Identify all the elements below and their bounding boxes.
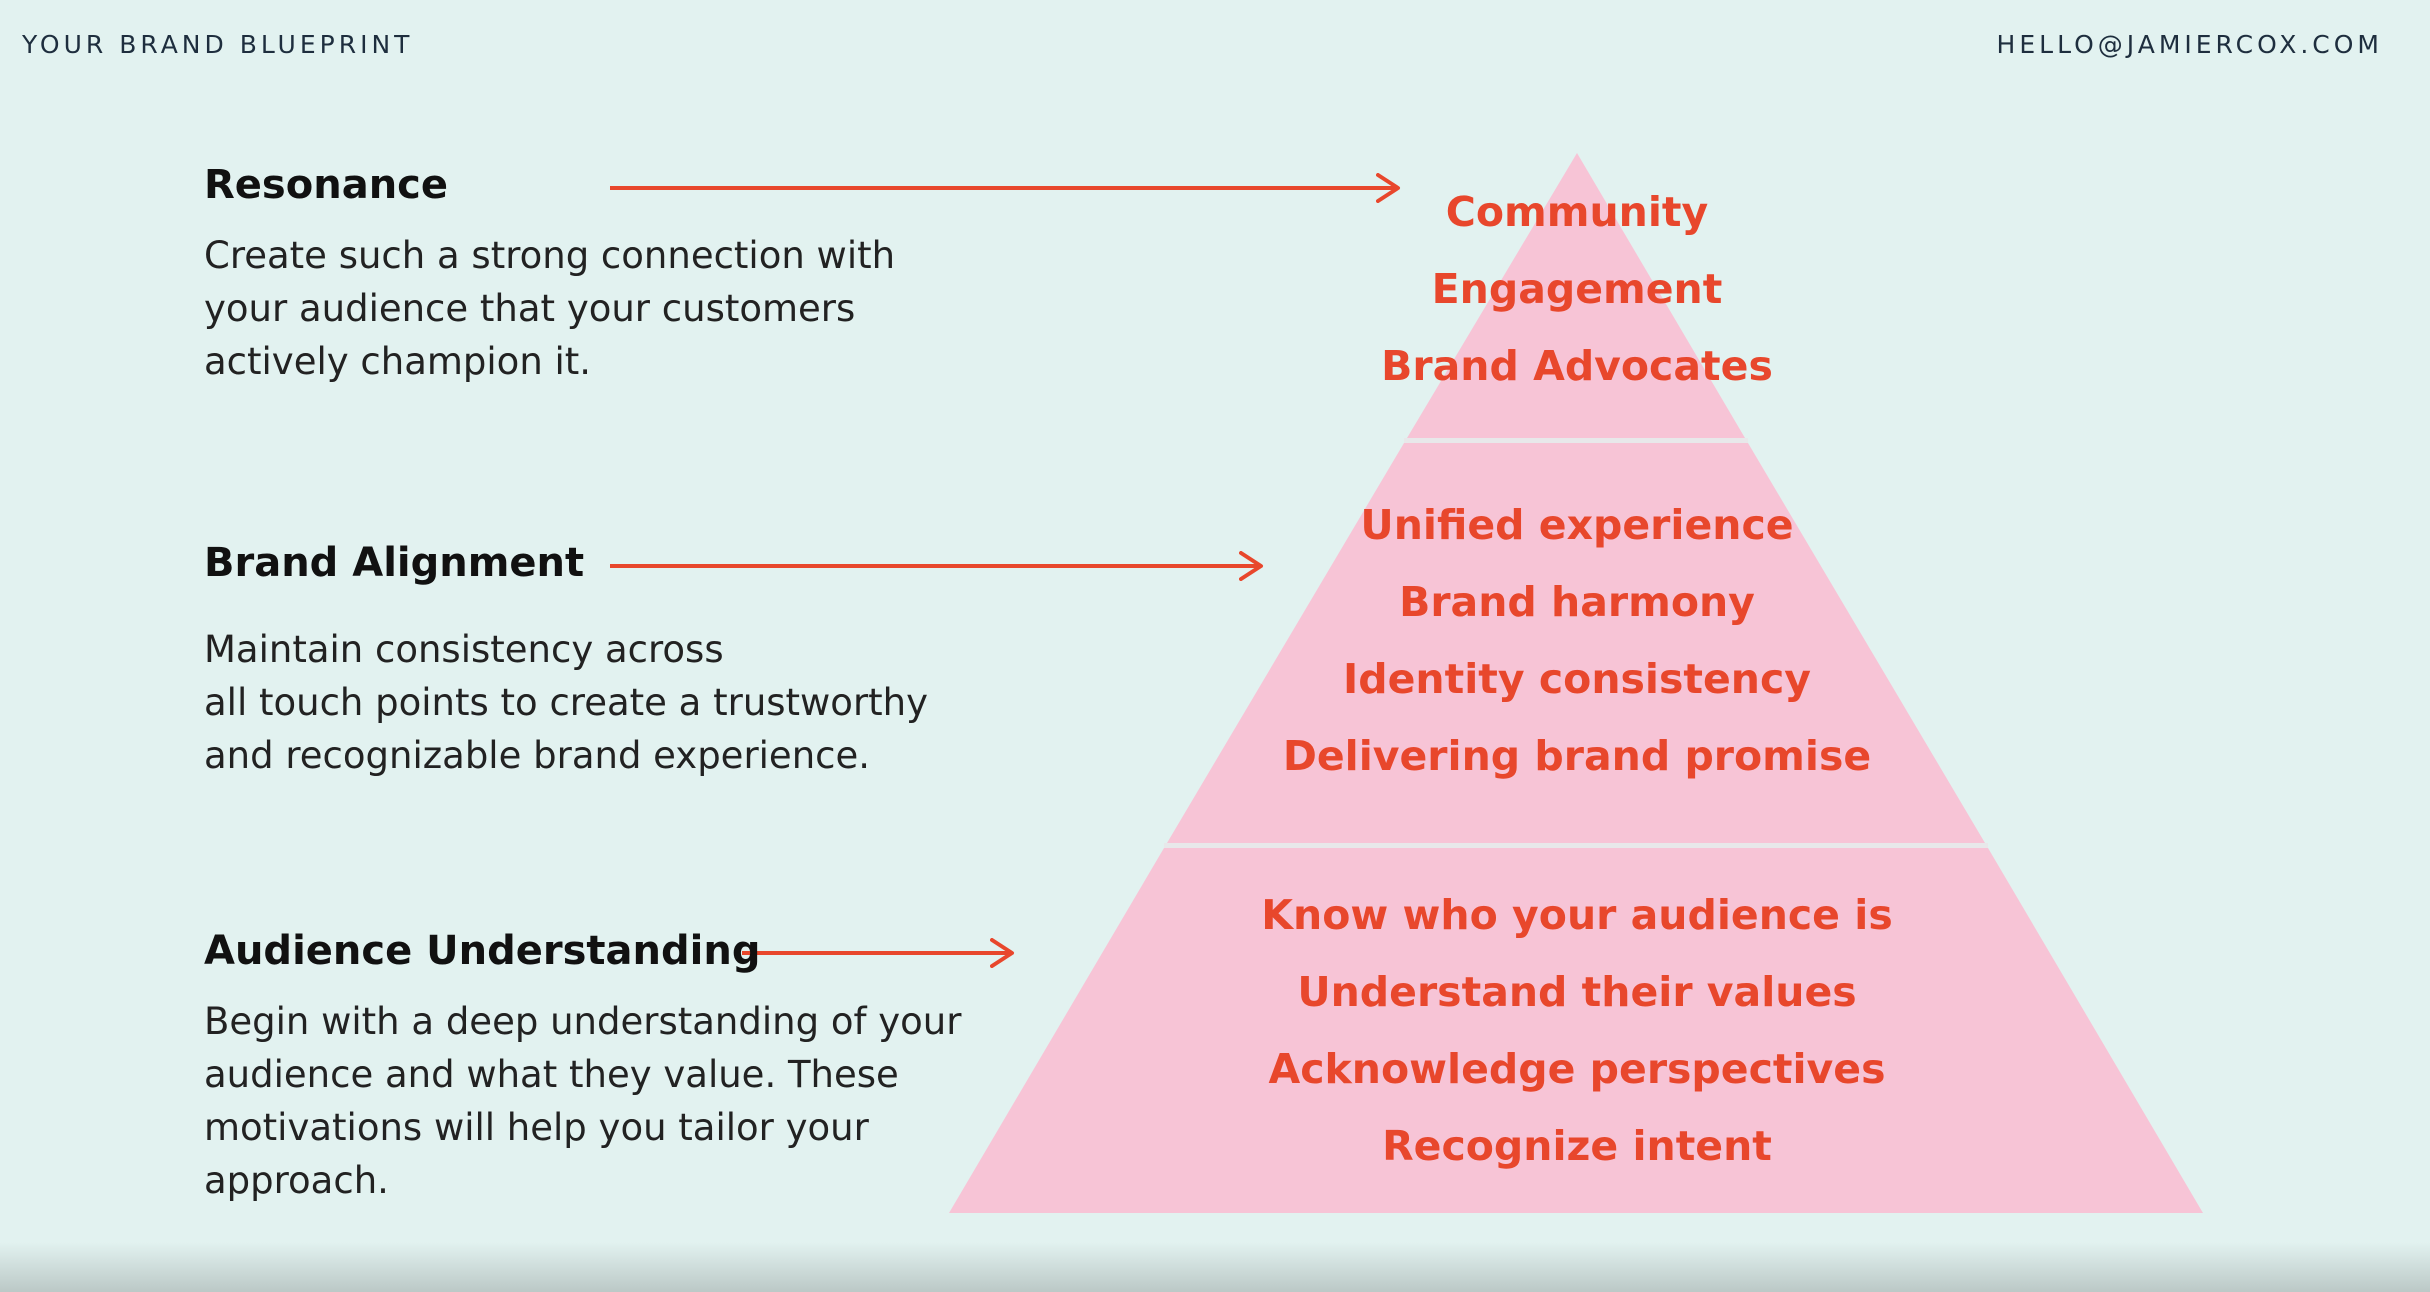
resonance-description: Create such a strong connection with you…	[204, 234, 896, 383]
bottom-shadow	[0, 1242, 2430, 1292]
tier-item: Delivering brand promise	[1282, 732, 1872, 780]
tier-item: Engagement	[1431, 265, 1723, 313]
resonance-title: Resonance	[204, 162, 449, 208]
pyramid-base-tier	[949, 848, 2203, 1213]
pyramid-middle-tier	[1167, 443, 1985, 843]
audience-understanding-section: Audience Understanding Begin with a deep…	[204, 931, 964, 1207]
brand-blueprint-label: YOUR BRAND BLUEPRINT	[22, 30, 414, 59]
audience-understanding-title: Audience Understanding	[204, 928, 761, 974]
resonance-section: Resonance Create such a strong connectio…	[204, 165, 964, 388]
middle-tier-items: Unified experience Brand harmony Identit…	[1177, 487, 1977, 795]
top-tier-items: Community Engagement Brand Advocates	[1177, 174, 1977, 405]
tier-item: Understand their values	[1297, 968, 1857, 1016]
brand-alignment-section: Brand Alignment Maintain consistency acr…	[204, 543, 964, 782]
tier-item: Brand Advocates	[1381, 342, 1773, 390]
tier-item: Acknowledge perspectives	[1268, 1045, 1886, 1093]
tier-item: Brand harmony	[1399, 578, 1755, 626]
tier-item: Community	[1445, 188, 1709, 236]
pyramid-top-tier	[1407, 153, 1745, 438]
tier-item: Know who your audience is	[1261, 891, 1893, 939]
brand-alignment-title: Brand Alignment	[204, 540, 585, 586]
tier-item: Unified experience	[1360, 501, 1794, 549]
base-tier-items: Know who your audience is Understand the…	[1177, 877, 1977, 1185]
tier-item: Recognize intent	[1382, 1122, 1772, 1170]
contact-email[interactable]: HELLO@JAMIERCOX.COM	[1996, 30, 2383, 59]
tier-item: Identity consistency	[1343, 655, 1811, 703]
audience-understanding-description: Begin with a deep understanding of your …	[204, 1000, 962, 1202]
brand-alignment-description: Maintain consistency across all touch po…	[204, 628, 929, 777]
